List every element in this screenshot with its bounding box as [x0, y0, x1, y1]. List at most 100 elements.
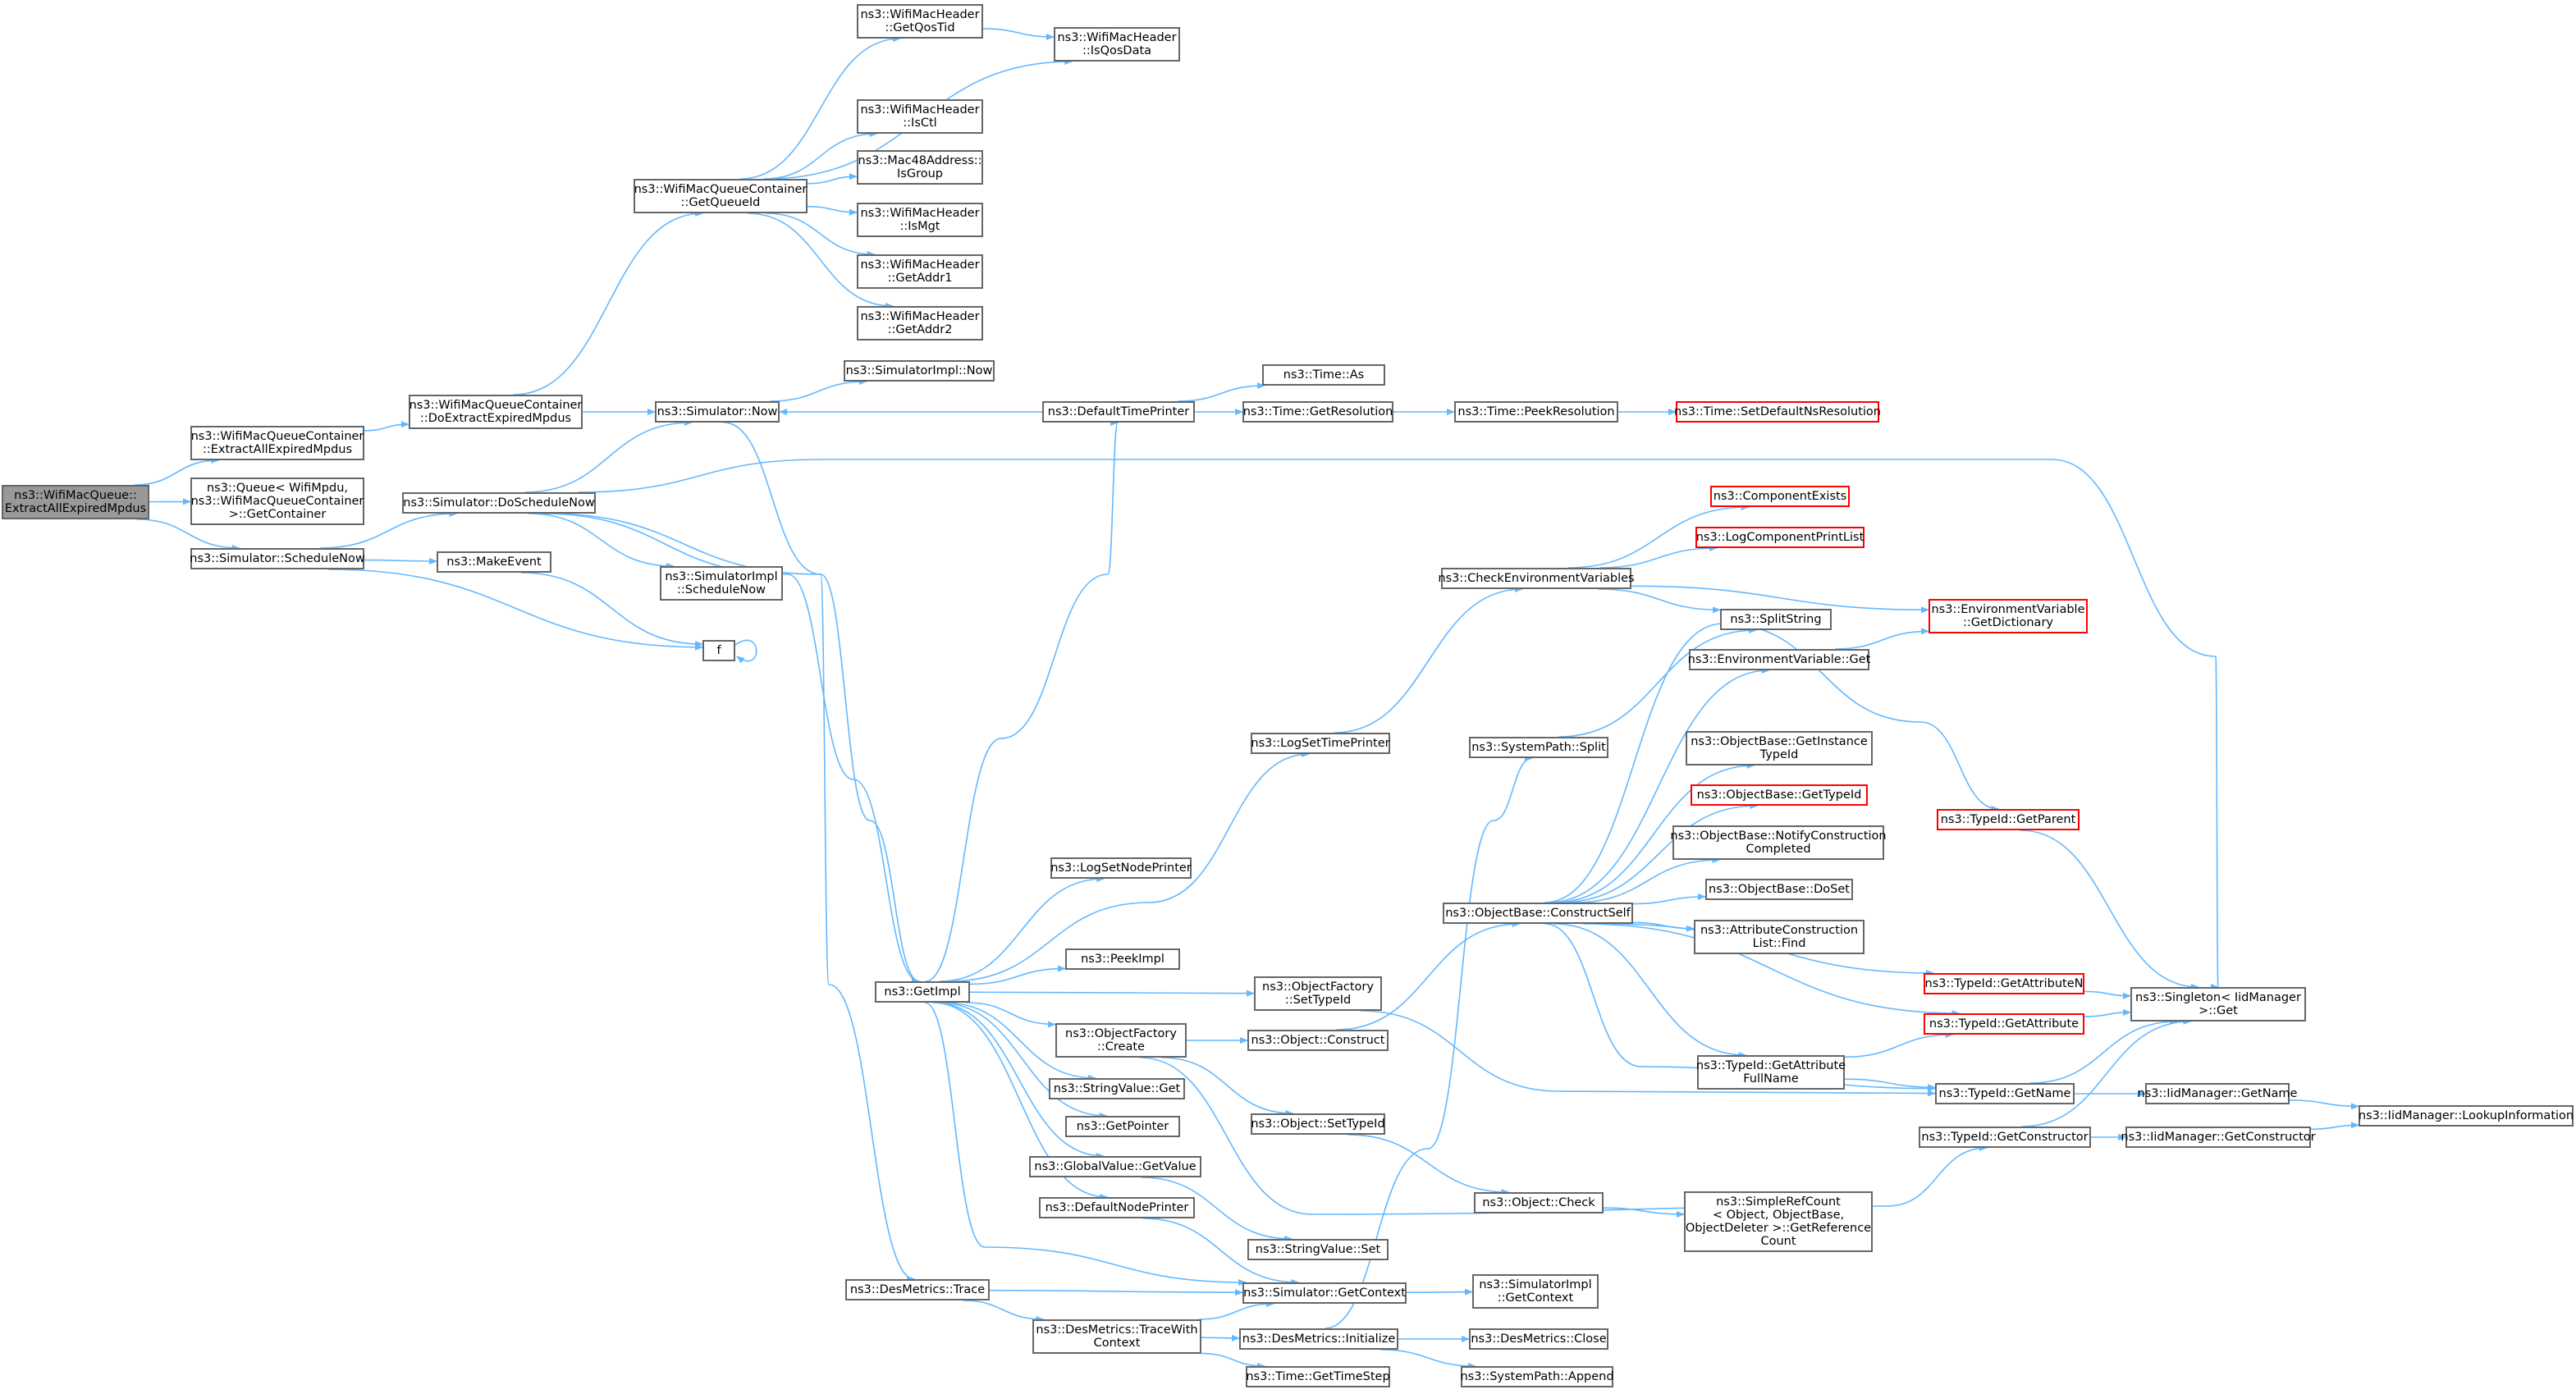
node-label-line: ns3::DesMetrics::Close — [1471, 1332, 1607, 1346]
node-hdr-ismgt[interactable]: ns3::WifiMacHeader::IsMgt — [857, 203, 983, 237]
node-label-line: TypeId — [1759, 748, 1799, 761]
node-desmetrics-trace[interactable]: ns3::DesMetrics::Trace — [845, 1279, 990, 1300]
node-label-line: ::IsQosData — [1082, 44, 1152, 57]
node-typeid-getconstructor[interactable]: ns3::TypeId::GetConstructor — [1919, 1127, 2091, 1148]
node-logsettimeprinter[interactable]: ns3::LogSetTimePrinter — [1251, 733, 1390, 754]
node-simimpl-now[interactable]: ns3::SimulatorImpl::Now — [844, 360, 995, 382]
node-label-line: ns3::WifiMacQueueContainer — [190, 430, 364, 443]
node-f[interactable]: f — [702, 640, 735, 661]
node-objfactory-create[interactable]: ns3::ObjectFactory::Create — [1055, 1023, 1187, 1058]
edge-f-to-f — [734, 639, 757, 664]
node-checkenv[interactable]: ns3::CheckEnvironmentVariables — [1438, 568, 1635, 589]
node-iidmgr-getname[interactable]: ns3::IidManager::GetName — [2138, 1083, 2297, 1104]
edge-objbase_constructself-to-envvar_get — [1548, 667, 1770, 903]
node-label-line: ns3::Time::GetResolution — [1242, 405, 1393, 418]
node-iidmgr-lookupinfo[interactable]: ns3::IidManager::LookupInformation — [2359, 1105, 2574, 1127]
node-typeid-getparent[interactable]: ns3::TypeId::GetParent — [1937, 809, 2080, 830]
node-splitstring[interactable]: ns3::SplitString — [1720, 609, 1832, 630]
node-stringvalue-set[interactable]: ns3::StringValue::Set — [1247, 1239, 1389, 1260]
node-globalvalue-getvalue[interactable]: ns3::GlobalValue::GetValue — [1029, 1156, 1201, 1177]
node-label-line: ::IsMgt — [899, 220, 940, 233]
edge-desmetrics_initialize-to-systempath_append — [1380, 1349, 1476, 1369]
node-defaulttimeprinter[interactable]: ns3::DefaultTimePrinter — [1042, 401, 1195, 423]
node-label-line: ::GetContext — [1497, 1291, 1574, 1305]
node-sim-now[interactable]: ns3::Simulator::Now — [655, 401, 780, 423]
node-time-gettimestep[interactable]: ns3::Time::GetTimeStep — [1246, 1366, 1390, 1387]
node-logcomponentprintlist[interactable]: ns3::LogComponentPrintList — [1695, 527, 1865, 548]
node-logsetnodeprinter[interactable]: ns3::LogSetNodePrinter — [1050, 857, 1192, 879]
edge-wmqc_getqueueid-to-mac48_isgroup — [807, 173, 858, 185]
node-componentexists[interactable]: ns3::ComponentExists — [1710, 486, 1850, 507]
node-sim-doschedulenow[interactable]: ns3::Simulator::DoScheduleNow — [402, 492, 596, 514]
node-simimpl-getcontext[interactable]: ns3::SimulatorImpl::GetContext — [1472, 1274, 1599, 1309]
node-object-settypeid[interactable]: ns3::Object::SetTypeId — [1251, 1113, 1385, 1135]
node-objbase-doset[interactable]: ns3::ObjectBase::DoSet — [1705, 879, 1853, 900]
node-objfactory-settypeid[interactable]: ns3::ObjectFactory::SetTypeId — [1254, 976, 1382, 1011]
node-time-getresolution[interactable]: ns3::Time::GetResolution — [1242, 401, 1393, 423]
node-label-line: ns3::CheckEnvironmentVariables — [1438, 572, 1635, 585]
node-label-line: ::Create — [1097, 1040, 1145, 1053]
node-label-line: ns3::Object::Construct — [1251, 1034, 1385, 1047]
edge-desmetrics_tracewithcontext-to-time_gettimestep — [1201, 1352, 1265, 1369]
node-wmqc-doextract[interactable]: ns3::WifiMacQueueContainer::DoExtractExp… — [409, 395, 583, 429]
node-label-line: ObjectDeleter >::GetReference — [1685, 1222, 1872, 1235]
node-label-line: ns3::SplitString — [1730, 613, 1822, 626]
node-desmetrics-close[interactable]: ns3::DesMetrics::Close — [1469, 1328, 1608, 1350]
edge-wmqc_getqueueid-to-hdr_isctl — [763, 130, 878, 180]
node-hdr-getqostid[interactable]: ns3::WifiMacHeader::GetQosTid — [857, 4, 983, 39]
node-hdr-isctl[interactable]: ns3::WifiMacHeader::IsCtl — [857, 99, 983, 134]
node-objbase-gettypeid[interactable]: ns3::ObjectBase::GetTypeId — [1691, 784, 1868, 806]
node-wmqc-extractall[interactable]: ns3::WifiMacQueueContainer::ExtractAllEx… — [190, 426, 364, 460]
node-defaultnodeprinter[interactable]: ns3::DefaultNodePrinter — [1039, 1197, 1195, 1218]
node-simplerefcount[interactable]: ns3::SimpleRefCount< Object, ObjectBase,… — [1684, 1191, 1873, 1252]
node-simimpl-schedulenow[interactable]: ns3::SimulatorImpl::ScheduleNow — [660, 566, 783, 601]
node-time-as[interactable]: ns3::Time::As — [1262, 364, 1385, 386]
node-peekimpl[interactable]: ns3::PeekImpl — [1065, 948, 1180, 970]
node-label-line: ::GetAddr2 — [887, 323, 953, 336]
node-label-line: ::GetAddr1 — [887, 272, 953, 285]
node-object-check[interactable]: ns3::Object::Check — [1474, 1192, 1604, 1213]
edge-checkenv-to-envvar_getdictionary — [1631, 585, 1929, 614]
node-getpointer[interactable]: ns3::GetPointer — [1065, 1116, 1180, 1137]
node-envvar-getdictionary[interactable]: ns3::EnvironmentVariable::GetDictionary — [1929, 599, 2088, 633]
node-getimpl[interactable]: ns3::GetImpl — [875, 981, 970, 1003]
edge-sim_doschedulenow-to-simimpl_schedulenow — [528, 513, 675, 569]
node-time-peekresolution[interactable]: ns3::Time::PeekResolution — [1454, 401, 1618, 423]
node-time-setdefaultns[interactable]: ns3::Time::SetDefaultNsResolution — [1674, 401, 1881, 423]
edge-checkenv-to-logcomponentprintlist — [1599, 545, 1718, 569]
node-systempath-append[interactable]: ns3::SystemPath::Append — [1460, 1366, 1614, 1387]
node-label-line: ns3::MakeEvent — [446, 555, 542, 569]
node-label-line: ::GetQosTid — [885, 21, 955, 34]
node-desmetrics-initialize[interactable]: ns3::DesMetrics::Initialize — [1239, 1328, 1398, 1350]
node-sim-getcontext[interactable]: ns3::Simulator::GetContext — [1242, 1282, 1407, 1304]
node-systempath-split[interactable]: ns3::SystemPath::Split — [1469, 737, 1608, 758]
node-label-line: ns3::IidManager::GetName — [2137, 1087, 2298, 1100]
edge-getimpl-to-peekimpl — [969, 965, 1066, 985]
edge-sim_schedulenow-to-makeevent — [364, 557, 437, 564]
node-iidmgr-getconstructor[interactable]: ns3::IidManager::GetConstructor — [2121, 1127, 2316, 1148]
node-hdr-getaddr2[interactable]: ns3::WifiMacHeader::GetAddr2 — [857, 306, 983, 341]
node-envvar-get[interactable]: ns3::EnvironmentVariable::Get — [1688, 649, 1870, 670]
node-objbase-constructself[interactable]: ns3::ObjectBase::ConstructSelf — [1443, 903, 1633, 924]
node-label-line: ns3::WifiMacQueue:: — [14, 489, 137, 502]
node-typeid-getname[interactable]: ns3::TypeId::GetName — [1935, 1083, 2075, 1104]
node-stringvalue-get[interactable]: ns3::StringValue::Get — [1049, 1078, 1185, 1099]
node-queue-getcontainer[interactable]: ns3::Queue< WifiMpdu,ns3::WifiMacQueueCo… — [190, 478, 364, 525]
node-mac48-isgroup[interactable]: ns3::Mac48Address::IsGroup — [857, 150, 983, 185]
node-typeid-getattributen[interactable]: ns3::TypeId::GetAttributeN — [1924, 973, 2084, 994]
node-typeid-getattribute[interactable]: ns3::TypeId::GetAttribute — [1924, 1013, 2084, 1035]
node-object-construct[interactable]: ns3::Object::Construct — [1247, 1030, 1389, 1051]
node-hdr-isqosdata[interactable]: ns3::WifiMacHeader::IsQosData — [1054, 27, 1180, 62]
node-makeevent[interactable]: ns3::MakeEvent — [437, 551, 551, 573]
node-wmqc-getqueueid[interactable]: ns3::WifiMacQueueContainer::GetQueueId — [634, 179, 808, 213]
edge-sim_doschedulenow-to-desmetrics_trace — [547, 513, 916, 1282]
node-singleton-get[interactable]: ns3::Singleton< IidManager>::Get — [2130, 987, 2306, 1022]
node-sim-schedulenow[interactable]: ns3::Simulator::ScheduleNow — [190, 548, 365, 569]
node-label-line: ns3::DefaultTimePrinter — [1047, 405, 1190, 418]
node-hdr-getaddr1[interactable]: ns3::WifiMacHeader::GetAddr1 — [857, 254, 983, 289]
